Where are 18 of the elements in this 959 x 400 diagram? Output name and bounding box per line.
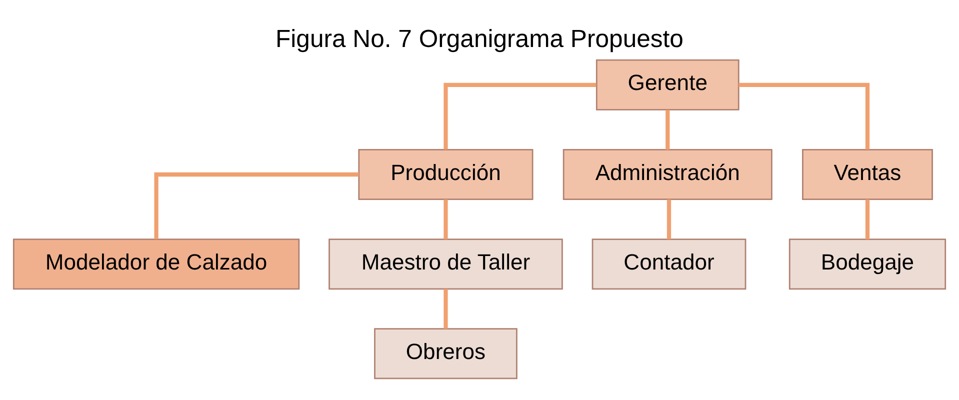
node-box: Maestro de Taller: [328, 238, 563, 290]
node-box: Gerente: [596, 59, 740, 110]
connector: [738, 82, 870, 150]
connector: [666, 199, 672, 240]
node-box: Producción: [358, 149, 534, 200]
connector: [444, 289, 448, 329]
connector: [666, 110, 670, 150]
connector: [444, 199, 448, 240]
node-box: Ventas: [802, 149, 933, 200]
connector: [154, 172, 359, 240]
connector: [444, 82, 596, 150]
node-box: Obreros: [374, 328, 518, 380]
node-box: Bodegaje: [788, 238, 946, 290]
connector: [865, 199, 870, 240]
node-box: Contador: [592, 238, 746, 290]
node-box: Administración: [562, 149, 772, 200]
node-box: Modelador de Calzado: [12, 238, 300, 290]
diagram-title: Figura No. 7 Organigrama Propuesto: [276, 26, 684, 53]
